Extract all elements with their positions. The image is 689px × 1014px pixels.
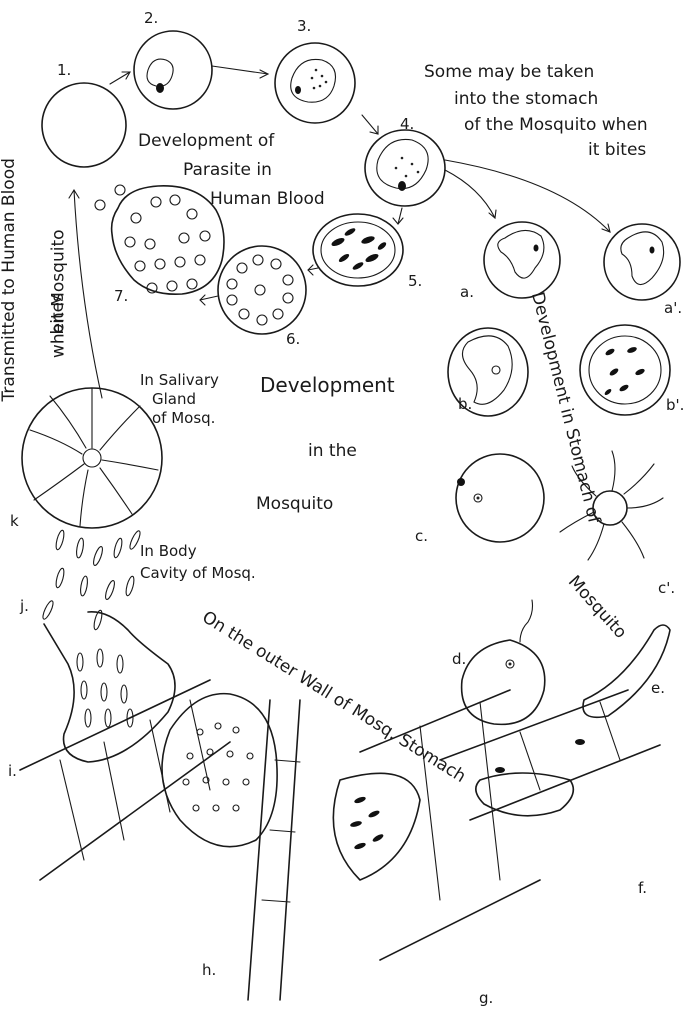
cell-stage-3 xyxy=(275,43,355,123)
label-stage-3: 3. xyxy=(297,18,311,35)
cell-stage-a xyxy=(484,222,560,298)
cell-stage-6 xyxy=(218,246,306,334)
label-stage-f: f. xyxy=(638,880,647,897)
label-stage-b-prime: b'. xyxy=(666,397,684,414)
label-stage-d: d. xyxy=(452,651,466,668)
label-stage-c-prime: c'. xyxy=(658,580,675,597)
caption-body-cavity-1: In Body xyxy=(140,543,197,560)
label-stage-4: 4. xyxy=(400,116,414,133)
salivary-gland-k xyxy=(22,388,162,528)
cell-stage-2 xyxy=(134,31,212,109)
cell-stage-b-prime xyxy=(580,325,670,415)
label-stage-h: h. xyxy=(202,962,216,979)
caption-stomach-note-1: Some may be taken xyxy=(424,63,594,83)
cell-stage-4 xyxy=(365,130,445,206)
label-stage-e: e. xyxy=(651,680,665,697)
label-stage-j: j. xyxy=(20,598,29,615)
label-stage-5: 5. xyxy=(408,273,422,290)
caption-salivary-1: In Salivary xyxy=(140,372,219,389)
caption-human-blood-2: Parasite in xyxy=(183,161,272,181)
label-stage-i: i. xyxy=(8,763,17,780)
oocyst-i xyxy=(20,612,230,880)
cell-stage-1 xyxy=(42,83,126,167)
caption-stomach-note-4: it bites xyxy=(588,141,646,161)
oocyst-h xyxy=(162,694,300,1000)
label-stage-1: 1. xyxy=(57,62,71,79)
caption-human-blood-3: Human Blood xyxy=(210,190,325,210)
caption-body-cavity-2: Cavity of Mosq. xyxy=(140,565,256,582)
cell-stage-5 xyxy=(313,214,403,286)
cell-stage-e xyxy=(583,625,670,717)
label-stage-a-prime: a'. xyxy=(664,300,682,317)
caption-salivary-3: of Mosq. xyxy=(152,410,215,427)
caption-transmitted-3: bites xyxy=(49,293,69,335)
caption-mosquito-2: in the xyxy=(308,442,357,462)
cell-stage-c xyxy=(456,454,544,542)
label-stage-6: 6. xyxy=(286,331,300,348)
label-stage-b: b. xyxy=(458,396,472,413)
caption-stomach-note-2: into the stomach xyxy=(454,90,598,110)
caption-salivary-2: Gland xyxy=(152,391,196,408)
cell-stage-7 xyxy=(95,185,224,294)
oocyst-g xyxy=(333,690,540,960)
caption-mosquito-1: Development xyxy=(260,374,395,397)
label-stage-k: k xyxy=(10,513,19,530)
caption-mosquito-3: Mosquito xyxy=(256,495,333,515)
cell-stage-a-prime xyxy=(604,224,680,300)
label-stage-7: 7. xyxy=(114,288,128,305)
label-stage-c: c. xyxy=(415,528,428,545)
cell-stage-d xyxy=(462,600,545,724)
label-stage-a: a. xyxy=(460,284,474,301)
caption-transmitted-1: Transmitted to Human Blood xyxy=(0,158,19,401)
caption-stomach-note-3: of the Mosquito when xyxy=(464,116,648,136)
label-stage-g: g. xyxy=(479,990,493,1007)
sporozoites-j xyxy=(41,530,142,631)
label-stage-2: 2. xyxy=(144,10,158,27)
caption-human-blood-1: Development of xyxy=(138,132,274,152)
stomach-wall-f xyxy=(440,690,660,820)
